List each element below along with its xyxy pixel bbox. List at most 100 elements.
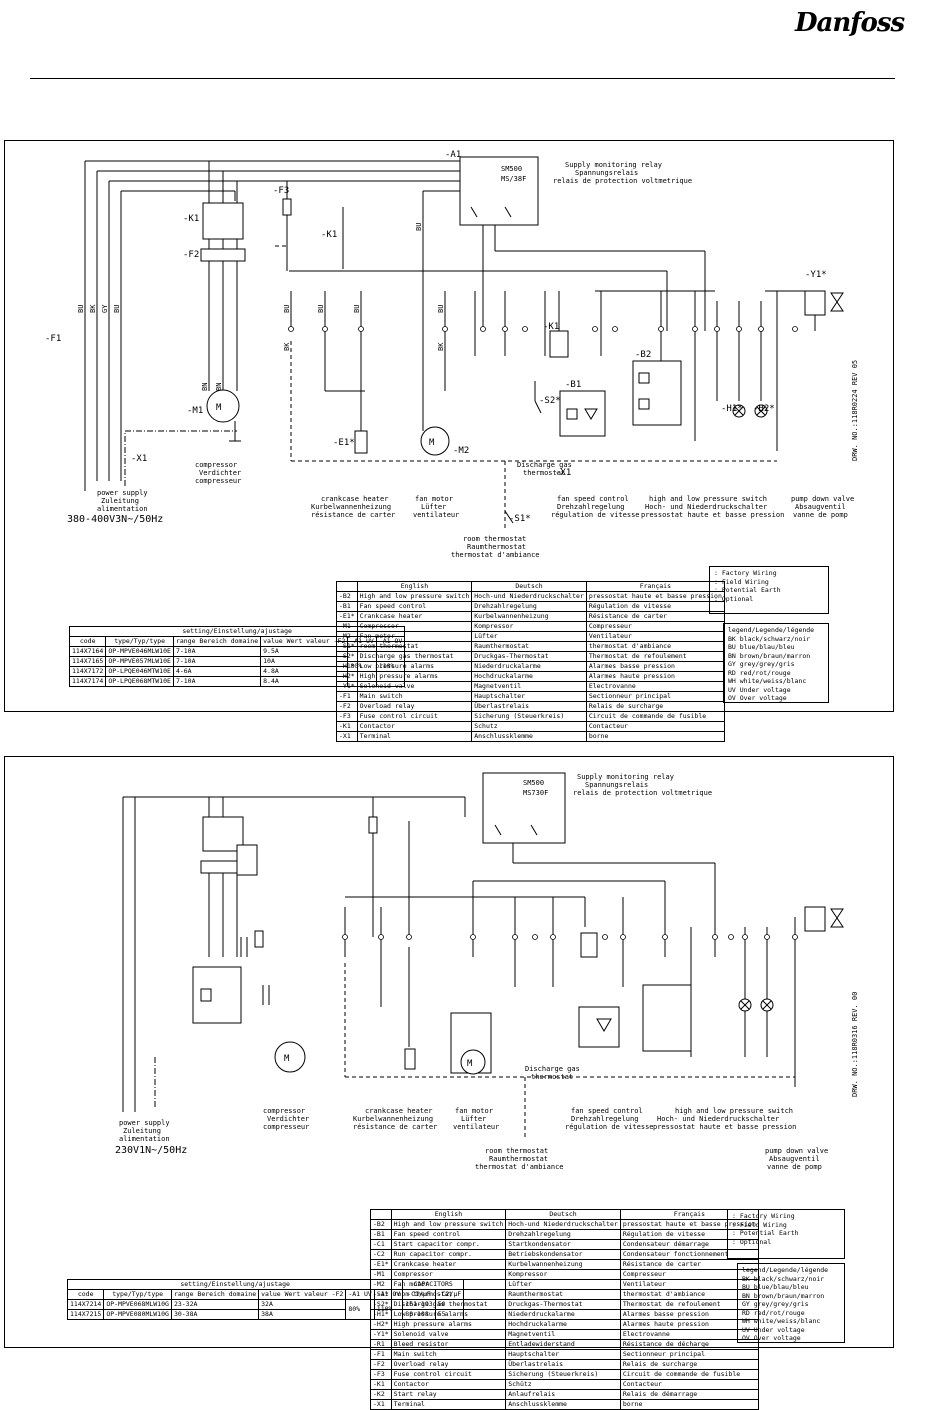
legend-cell: Magnetventil [505,1329,621,1340]
legend-cell: Schütz [505,1379,621,1390]
legend-cell: Hauptschalter [505,1349,621,1360]
legend-cell: Relais de surcharge [619,1359,759,1370]
legend-cell: Contactor [390,1379,507,1390]
legend-cell: -X1 [370,1399,392,1410]
svg-text:SM500: SM500 [523,779,544,787]
svg-text:BU: BU [437,305,445,313]
legend-cell: -C2 [370,1249,392,1260]
legend-cell: Start relay [390,1389,507,1400]
svg-text:BU: BU [283,305,291,313]
legend-cell: Crankcase heater [390,1259,507,1270]
svg-text:380-400V3N~/50Hz: 380-400V3N~/50Hz [67,514,163,525]
legend-cell: -F2 [370,1359,392,1370]
color-legend-row: BK black/schwarz/noir [728,634,811,643]
legend-cell: Solenoid valve [390,1329,507,1340]
svg-text:crankcase heater: crankcase heater [365,1107,432,1115]
svg-text:-B1: -B1 [565,380,581,390]
svg-text:alimentation: alimentation [119,1135,170,1143]
svg-text:Supply monitoring relay: Supply monitoring relay [577,773,674,781]
legend-cell: Régulation de vitesse [585,601,725,612]
fuse-f3-2 [368,816,378,834]
color-legend-row: OV Over voltage [742,1334,801,1342]
legend-cell: Startkondensator [505,1239,621,1250]
capacitor-cell: 161-193 [402,1299,436,1310]
monitoring-relay-a1-2: SM500 MS730F [482,772,566,844]
legend-cell: Drehzahlregelung [505,1229,621,1240]
svg-text:-A1: -A1 [445,150,461,160]
legend-cell: -X1 [336,731,358,742]
svg-text:-F3: -F3 [273,186,289,196]
legend-cell: Fan speed control [390,1229,507,1240]
pressure-switch-b2 [632,360,682,426]
svg-text:fan motor: fan motor [455,1107,493,1115]
color-legend-row: WH white/weiss/blanc [728,677,807,685]
legend-cell: Relais de démarrage [619,1389,759,1400]
svg-text:BN: BN [201,383,209,391]
svg-text:-K1: -K1 [543,322,559,332]
svg-text:thermostat d'ambiance: thermostat d'ambiance [475,1163,564,1171]
contactor-coil-2 [580,932,598,958]
alarm-lamps-2 [738,998,774,1012]
legend-cell: Hoch-und Niederdruckschalter [505,1219,621,1230]
legend-cell: Run capacitor compr. [390,1249,507,1260]
legend-cell: High and low pressure switch [356,591,473,602]
legend-cell: Überlastrelais [471,701,587,712]
danfoss-logo: Danfoss [795,8,905,38]
svg-text:Lüfter: Lüfter [461,1115,486,1123]
contactor-k1 [200,161,246,391]
settings-cell: 114X7165 [68,656,107,667]
legend-cell: Sicherung (Steuerkreis) [471,711,587,722]
svg-text:compresseur: compresseur [195,477,241,485]
legend-cell: Magnetventil [471,681,587,692]
svg-text:Discharge gas: Discharge gas [525,1065,580,1073]
svg-text:relais de protection voltmetri: relais de protection voltmetrique [553,177,692,185]
settings-cell: 7-10A [172,646,262,657]
uv-cell: 80% [347,646,377,687]
color-legend-row: BU blue/blau/bleu [728,643,795,651]
color-legend-row: UV Under voltage [728,685,791,694]
ov-cell: 110% [375,646,406,687]
svg-text:Spannungsrelais: Spannungsrelais [575,169,638,177]
svg-text:relais de protection voltmetri: relais de protection voltmetrique [573,789,712,797]
svg-text:thermostat: thermostat [531,1073,573,1081]
svg-text:Absaugventil: Absaugventil [795,503,846,511]
relay-description-2: Supply monitoring relay Spannungsrelais … [573,773,712,797]
svg-text:fan speed control: fan speed control [571,1107,643,1115]
color-legend-row: GY grey/grey/gris [728,660,795,668]
legend-cell: -F3 [336,711,358,722]
settings-cell: OP-MPVE057MLW10E [105,656,174,667]
svg-text:fan motor: fan motor [415,495,453,503]
settings-cell: OP-LPQE046MTW10E [105,666,174,677]
svg-text:DRW. NO.:118R0224 REV 05: DRW. NO.:118R0224 REV 05 [851,360,859,461]
svg-text:-Y1*: -Y1* [805,270,827,280]
legend-cell: Crankcase heater [356,611,473,622]
solenoid-valve-y1-2 [804,906,844,932]
svg-text:Verdichter: Verdichter [199,469,241,477]
svg-text:-M1: -M1 [187,406,203,416]
legend-cell: Drehzahlregelung [471,601,587,612]
fuse-f3 [275,181,292,271]
settings-cell: 32A [258,1299,347,1310]
legend-cell: -K1 [370,1379,392,1390]
svg-text:M: M [429,438,435,448]
svg-text:ventilateur: ventilateur [453,1123,499,1131]
contactor-k1-2 [200,797,258,957]
legend-cell: Résistance de carter [585,611,725,622]
svg-text:room thermostat: room thermostat [463,535,526,543]
legend-cell: Kompressor [505,1269,621,1280]
svg-text:power supply: power supply [119,1119,170,1127]
svg-text:Hoch- und Niederdruckschalter: Hoch- und Niederdruckschalter [657,1115,779,1123]
svg-text:compresseur: compresseur [263,1123,309,1131]
legend-cell: Kurbelwannenheizung [471,611,587,622]
legend-cell: Circuit de commande de fusible [585,711,725,722]
svg-text:pump down valve: pump down valve [765,1147,828,1155]
